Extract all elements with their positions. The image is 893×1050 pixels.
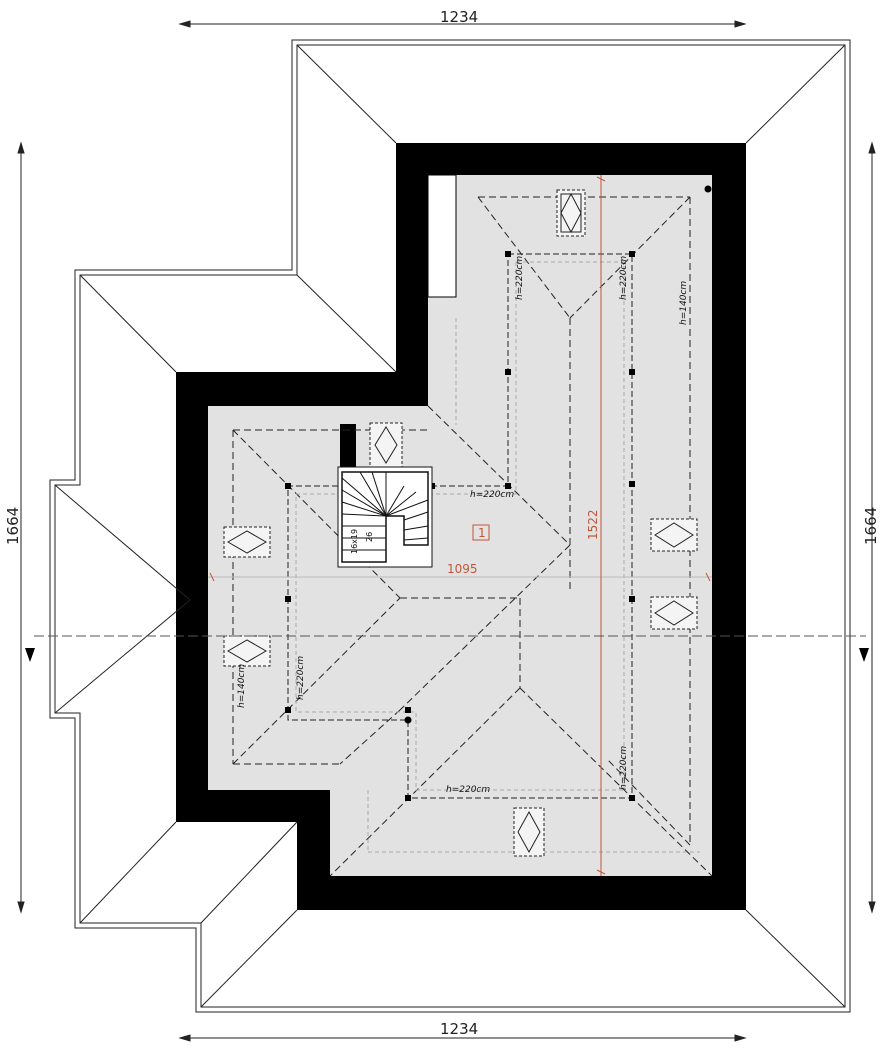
inner-dimension-lines (208, 175, 712, 876)
dim-top-width: 1234 (440, 8, 478, 26)
chimney-void (427, 174, 457, 298)
height-label-left-220: h=220cm (296, 656, 306, 700)
inner-width-label: 1095 (447, 562, 478, 576)
height-label-right-140: h=140cm (679, 281, 689, 325)
height-label-left-140: h=140cm (237, 664, 247, 708)
skylight-stair (369, 422, 403, 468)
skylight-right-lower (650, 596, 698, 630)
height-label-bottom: h=220cm (446, 785, 490, 795)
skylight-left-upper (223, 526, 271, 558)
ceiling-220-boundary (287, 253, 633, 799)
skylight-right-upper (650, 518, 698, 552)
dim-bottom-width: 1234 (440, 1020, 478, 1038)
height-label-top-left: h=220cm (515, 256, 525, 300)
dim-left-height: 1664 (4, 507, 22, 545)
skylight-left-lower (223, 635, 271, 667)
faint-lines (295, 261, 700, 853)
wall-stub (340, 424, 356, 468)
room-number: 1 (478, 526, 486, 540)
stair-steps-label: 16x19 (350, 529, 359, 554)
skylight-bottom (513, 807, 545, 857)
dim-right-height: 1664 (862, 507, 880, 545)
floor-area (208, 175, 712, 876)
skylight-top (556, 189, 586, 237)
skylight-windows (223, 189, 698, 857)
room-number-box (472, 524, 490, 541)
height-label-middle: h=220cm (470, 490, 514, 500)
height-label-bottom-right: h=220cm (619, 746, 629, 790)
inner-length-label: 1522 (586, 509, 600, 540)
stair-depth-label: 26 (365, 532, 374, 542)
staircase (337, 466, 433, 568)
outer-dimension-lines (17, 20, 876, 1042)
section-line (25, 635, 869, 662)
height-label-top-right: h=220cm (619, 256, 629, 300)
roof-hip-lines (54, 44, 846, 1008)
